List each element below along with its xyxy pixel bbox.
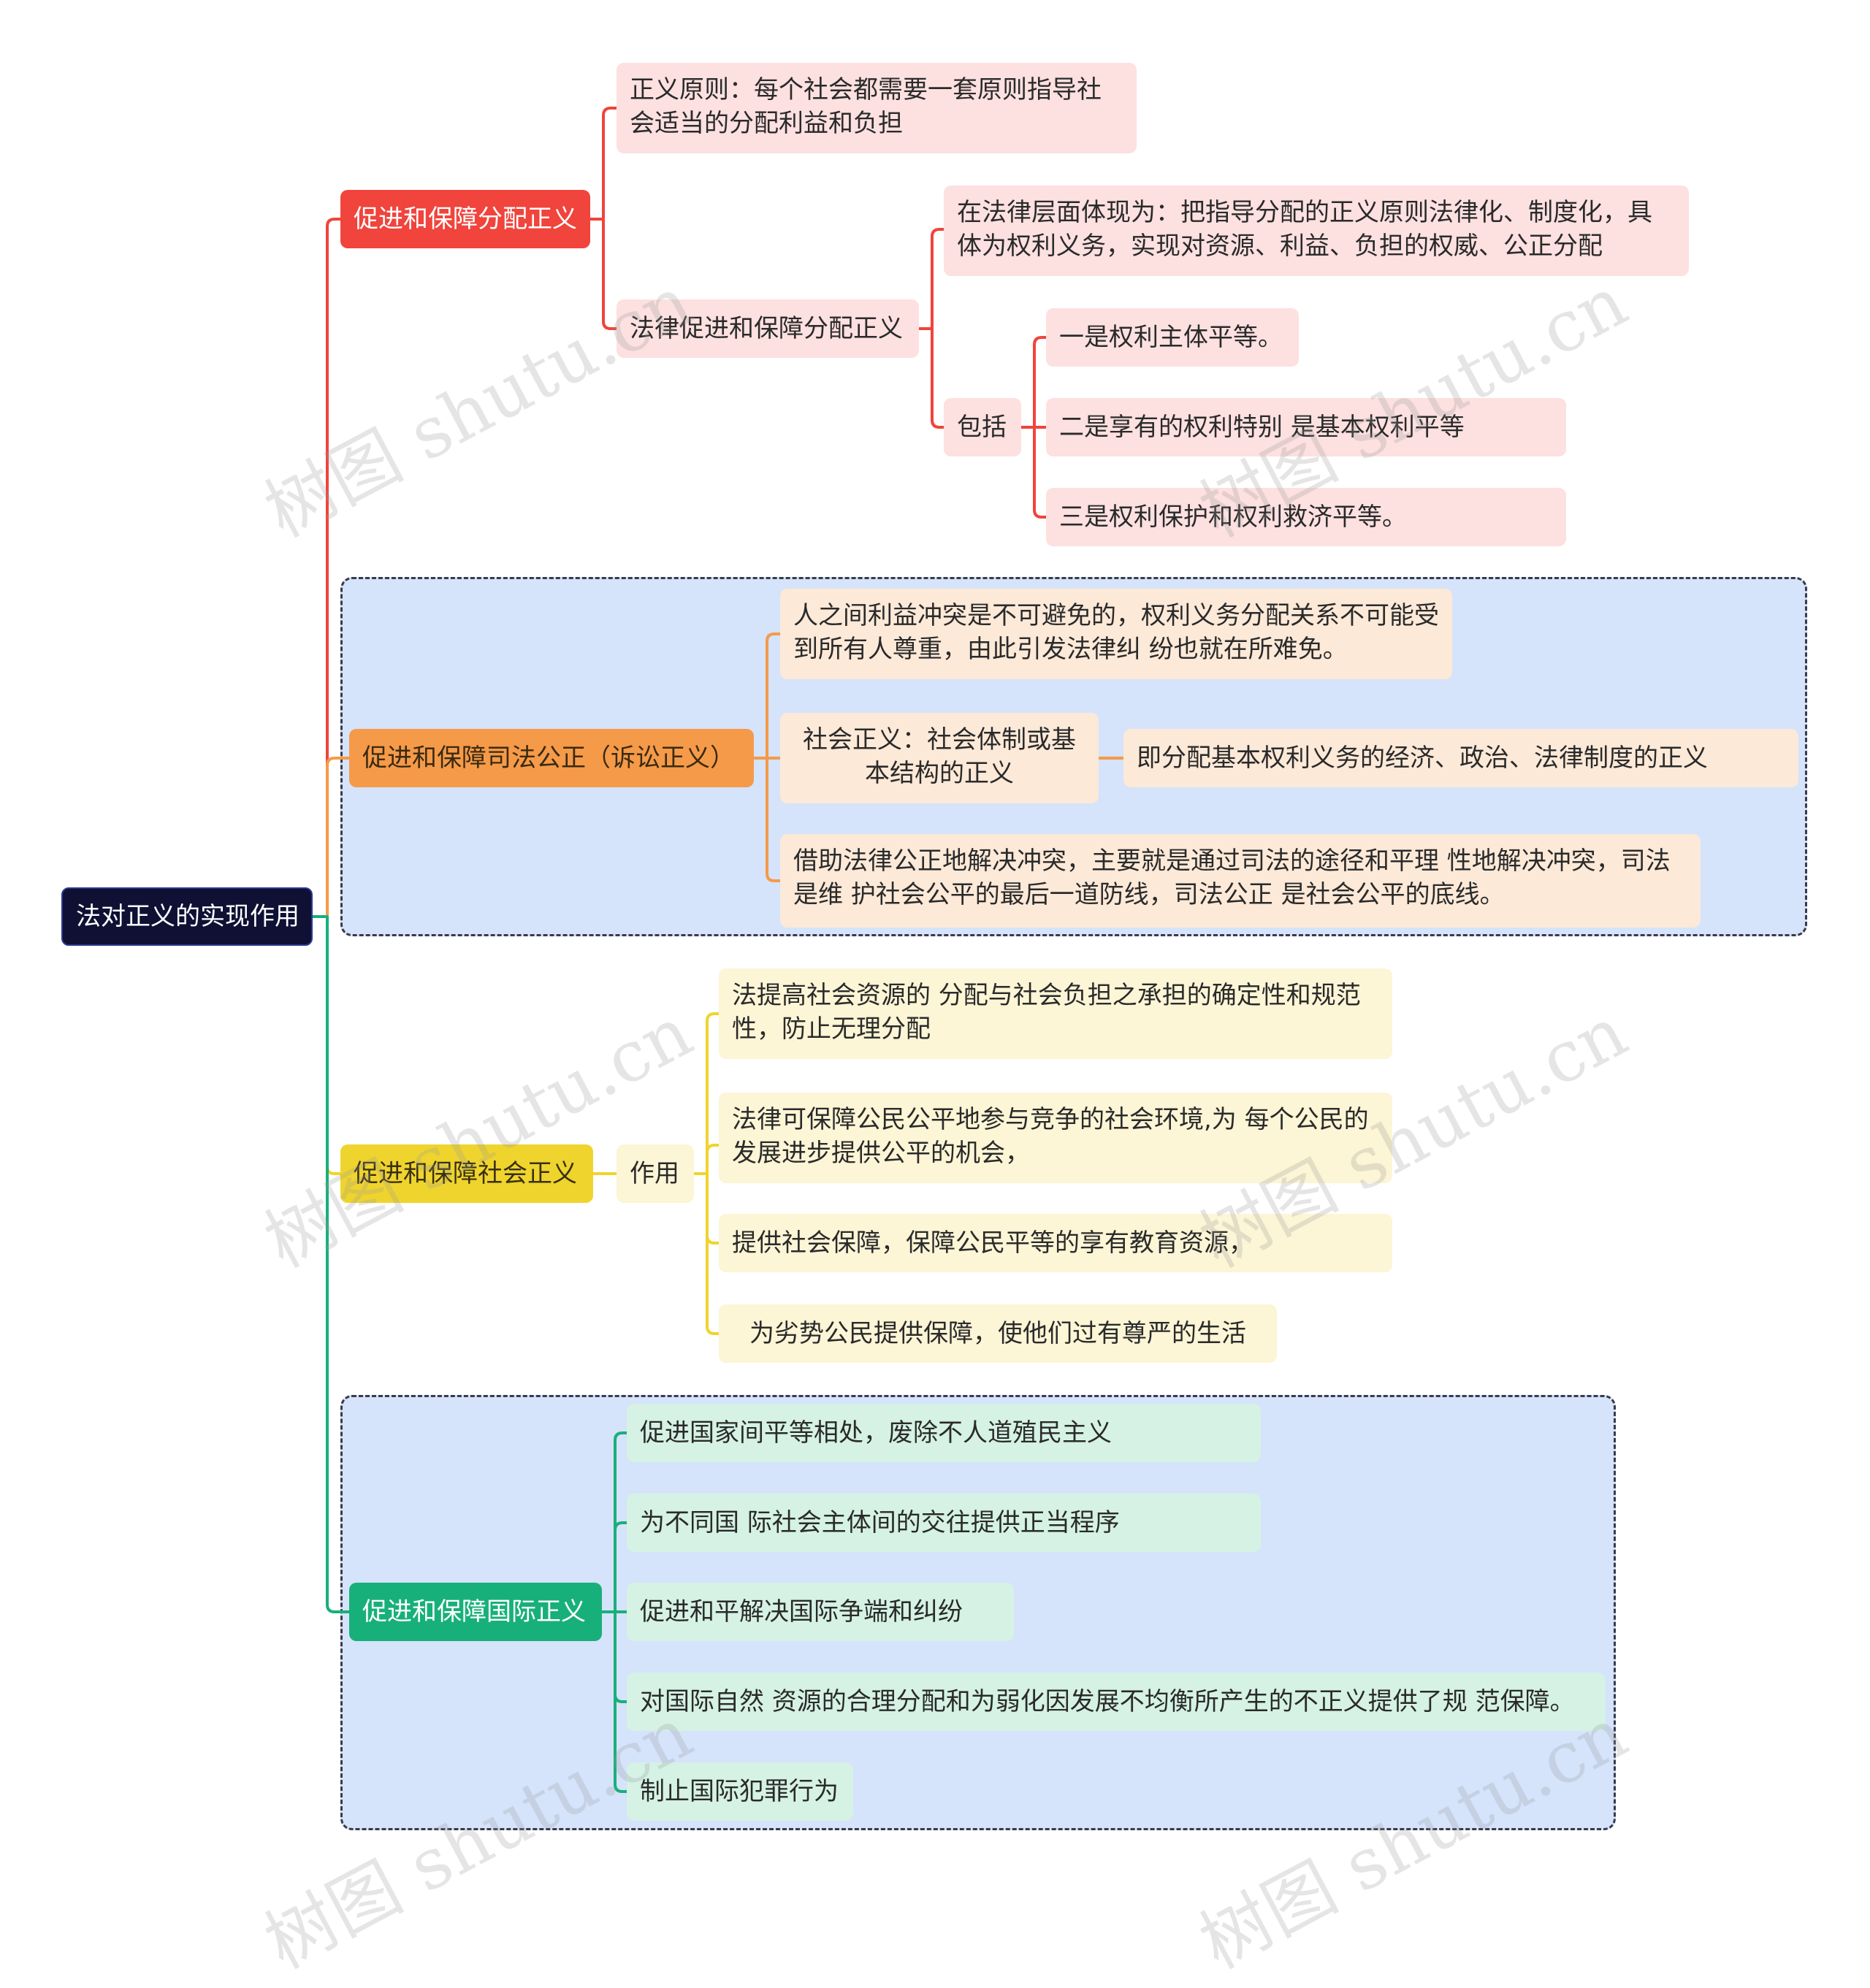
- role-node[interactable]: 作用: [617, 1144, 694, 1203]
- connector-lines: [311, 107, 1125, 1793]
- social-justice-node[interactable]: 社会正义：社会体制或基本结构的正义: [780, 713, 1099, 803]
- intl-item-1[interactable]: 促进国家间平等相处，废除不人道殖民主义: [627, 1404, 1261, 1462]
- intl-item-5[interactable]: 制止国际犯罪行为: [627, 1762, 853, 1821]
- root-node[interactable]: 法对正义的实现作用: [61, 887, 313, 946]
- branch-judicial-justice[interactable]: 促进和保障司法公正（诉讼正义）: [349, 729, 754, 787]
- role-item-2[interactable]: 法律可保障公民公平地参与竞争的社会环境,为 每个公民的发展进步提供公平的机会，: [719, 1093, 1392, 1183]
- law-distributive-node[interactable]: 法律促进和保障分配正义: [617, 299, 919, 358]
- role-item-4[interactable]: 为劣势公民提供保障，使他们过有尊严的生活: [719, 1304, 1277, 1363]
- branch-international-justice[interactable]: 促进和保障国际正义: [349, 1583, 602, 1641]
- role-item-3[interactable]: 提供社会保障，保障公民平等的享有教育资源，: [719, 1214, 1392, 1272]
- intl-item-3[interactable]: 促进和平解决国际争端和纠纷: [627, 1583, 1014, 1641]
- includes-node[interactable]: 包括: [944, 398, 1021, 456]
- social-justice-detail-node[interactable]: 即分配基本权利义务的经济、政治、法律制度的正义: [1123, 729, 1798, 787]
- intl-item-4[interactable]: 对国际自然 资源的合理分配和为弱化因发展不均衡所产生的不正义提供了规 范保障。: [627, 1672, 1606, 1731]
- include-item-3[interactable]: 三是权利保护和权利救济平等。: [1046, 488, 1566, 546]
- role-item-1[interactable]: 法提高社会资源的 分配与社会负担之承担的确定性和规范性，防止无理分配: [719, 968, 1392, 1059]
- intl-item-2[interactable]: 为不同国 际社会主体间的交往提供正当程序: [627, 1494, 1261, 1552]
- resolve-conflict-node[interactable]: 借助法律公正地解决冲突，主要就是通过司法的途径和平理 性地解决冲突，司法是维 护…: [780, 834, 1701, 928]
- justice-principle-node[interactable]: 正义原则：每个社会都需要一套原则指导社会适当的分配利益和负担: [617, 63, 1137, 153]
- include-item-1[interactable]: 一是权利主体平等。: [1046, 308, 1299, 367]
- interest-conflict-node[interactable]: 人之间利益冲突是不可避免的，权利义务分配关系不可能受到所有人尊重，由此引发法律纠…: [780, 589, 1452, 679]
- include-item-2[interactable]: 二是享有的权利特别 是基本权利平等: [1046, 398, 1566, 456]
- branch-distributive-justice[interactable]: 促进和保障分配正义: [340, 190, 590, 248]
- branch-social-justice[interactable]: 促进和保障社会正义: [340, 1144, 593, 1203]
- mindmap-canvas: 法对正义的实现作用 促进和保障分配正义 正义原则：每个社会都需要一套原则指导社会…: [61, 63, 1807, 1984]
- legal-level-node[interactable]: 在法律层面体现为：把指导分配的正义原则法律化、制度化，具体为权利义务，实现对资源…: [944, 186, 1689, 276]
